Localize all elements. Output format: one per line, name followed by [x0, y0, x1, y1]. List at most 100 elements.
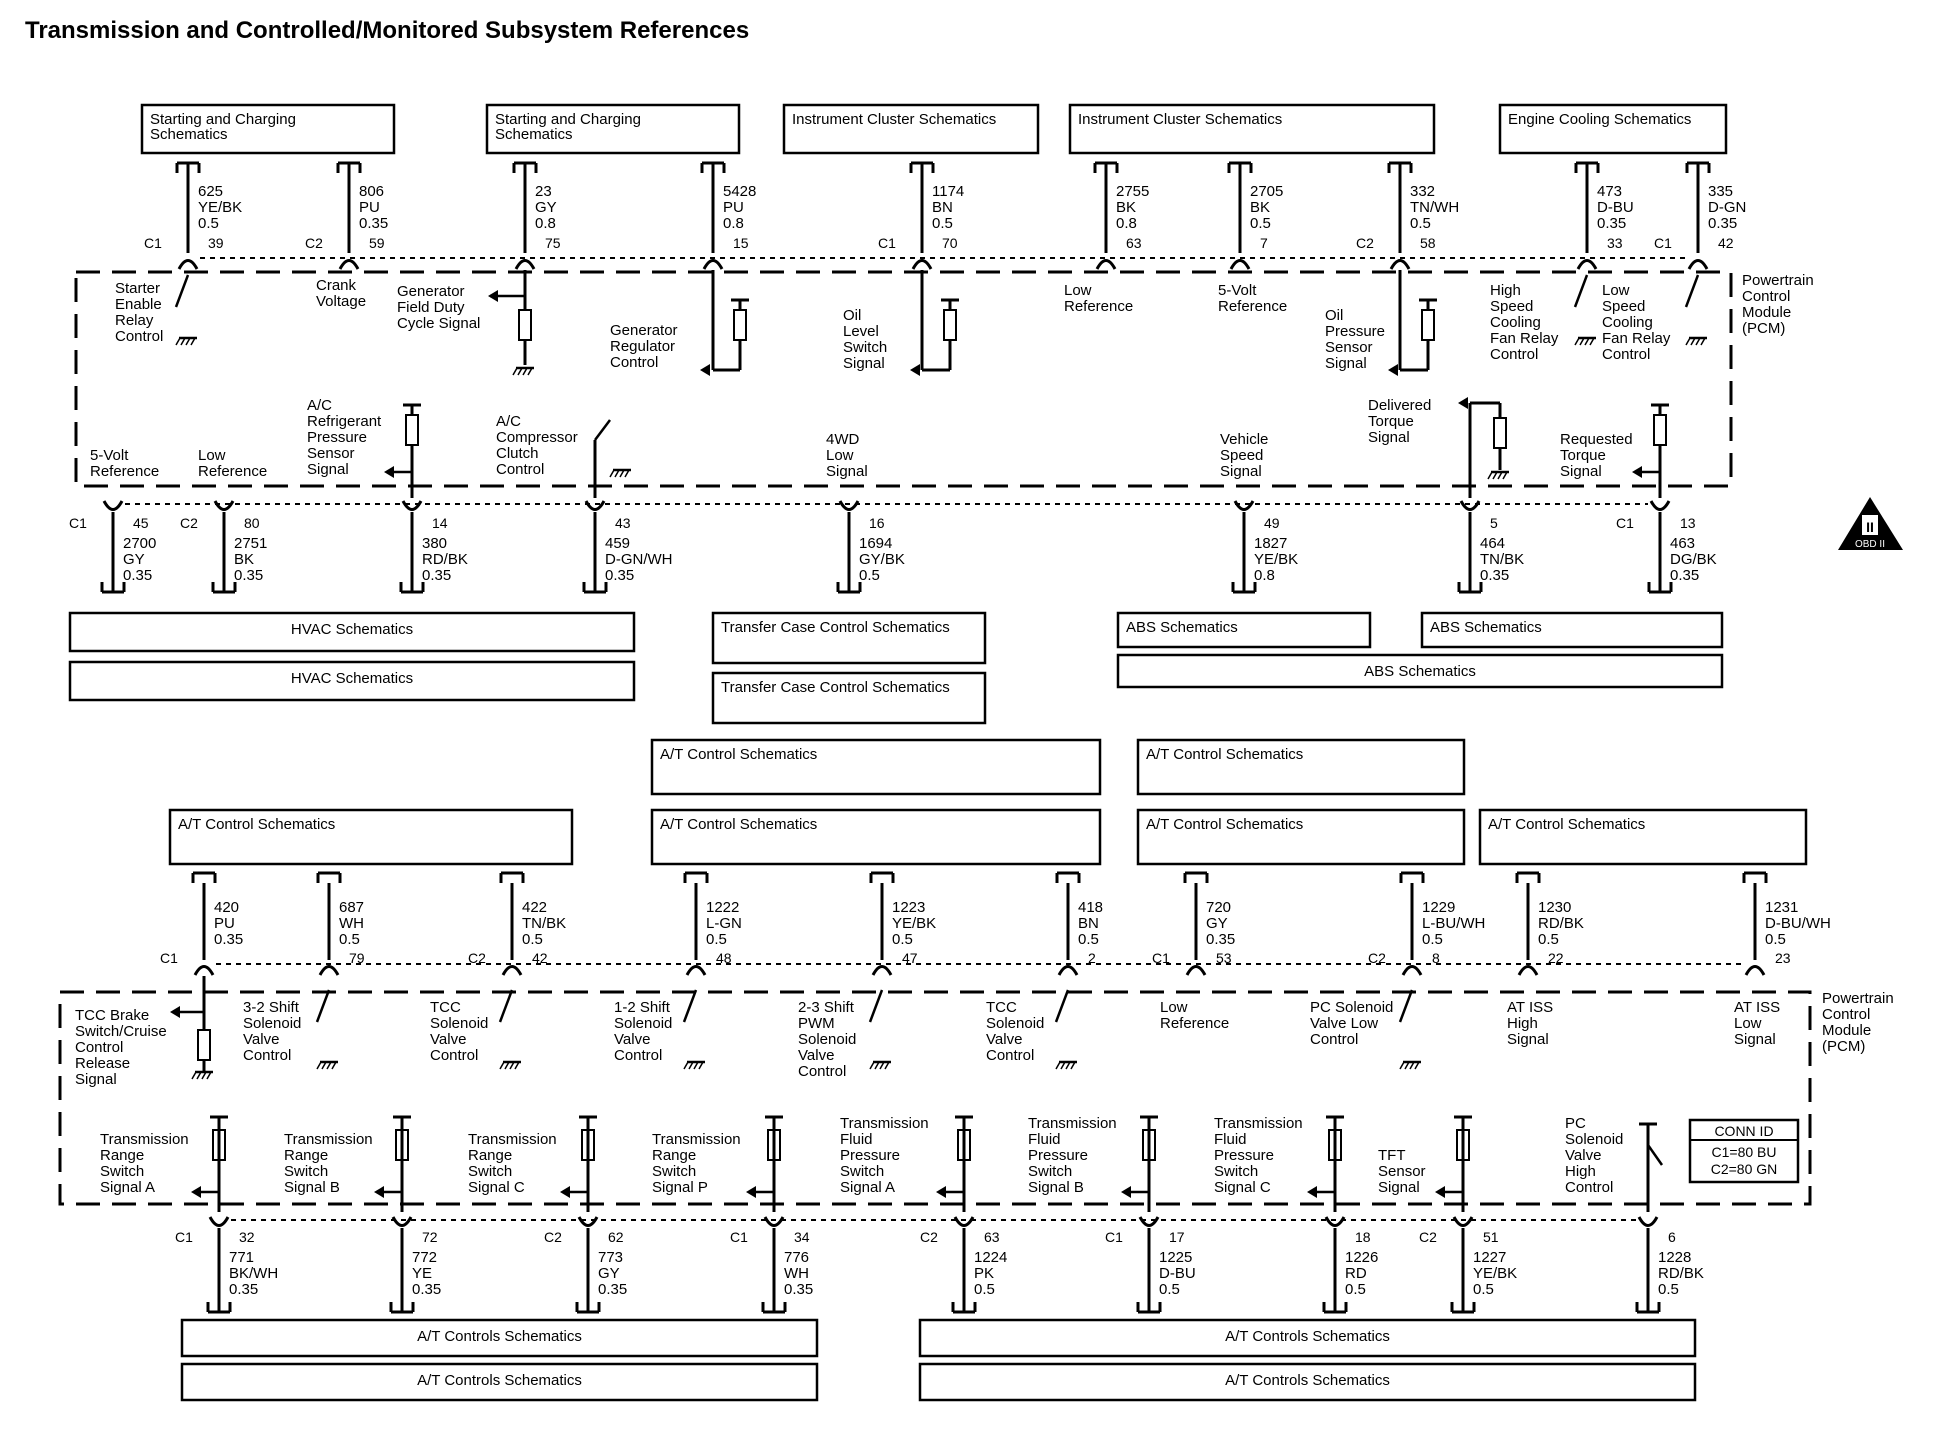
low-speed-fan-label: Control — [1602, 346, 1650, 363]
low-reference-label: Reference — [1064, 298, 1133, 315]
obd-badge-label: OBD II — [1855, 539, 1885, 550]
top-schematic-2-box — [782, 103, 1040, 155]
top-5-wire-text: 2755 — [1116, 183, 1149, 200]
ground-symbol — [1055, 1061, 1061, 1070]
resistor — [733, 309, 747, 341]
arrow-head — [1307, 1186, 1317, 1198]
connector-fork — [1452, 1216, 1474, 1227]
ground-symbol — [1700, 337, 1706, 346]
bottom-pin: 32 — [239, 1229, 255, 1245]
bottom-pin: 34 — [794, 1229, 810, 1245]
bottom-8-wire-text: RD/BK — [1658, 1265, 1704, 1282]
lower-7-wire-text: 1229 — [1422, 899, 1455, 916]
low-speed-fan-label: Low — [1602, 282, 1630, 299]
switch-contact — [682, 989, 698, 1023]
at-iss-high-label: AT ISS — [1507, 999, 1553, 1016]
ground-symbol — [1414, 1061, 1420, 1070]
lower-signal-label-4: Fluid — [840, 1131, 873, 1148]
top-conn: C1 — [1654, 235, 1672, 251]
lower-signal-label-0: Range — [100, 1147, 144, 1164]
mid-4-wire-text: GY/BK — [859, 551, 905, 568]
at-control-2-label: A/T Control Schematics — [178, 816, 335, 833]
mid-pin: 13 — [1680, 515, 1696, 531]
ground-symbol — [614, 469, 620, 478]
mid-6-wire-text: TN/BK — [1480, 551, 1524, 568]
ground-symbol — [321, 1061, 327, 1070]
tcc-solenoid-2-label: Control — [986, 1047, 1034, 1064]
at-controls-3-label: A/T Controls Schematics — [1225, 1372, 1390, 1389]
lower-signal-label-6: Fluid — [1214, 1131, 1247, 1148]
connector-fork — [1649, 500, 1671, 511]
at-iss-low-label: Signal — [1734, 1031, 1776, 1048]
bottom-pin: 62 — [608, 1229, 624, 1245]
top-4-wire-text: BN — [932, 199, 953, 216]
mid-1-wire-text: 2751 — [234, 535, 267, 552]
lower-signal-label-4: Pressure — [840, 1147, 900, 1164]
shift-12-label: Solenoid — [614, 1015, 672, 1032]
ground-symbol — [522, 367, 528, 376]
lower-1-wire-text: WH — [339, 915, 364, 932]
top-1-wire-text: 806 — [359, 183, 384, 200]
connector-fork — [401, 500, 423, 511]
arrow-head — [170, 1006, 180, 1018]
pcm-label-top: (PCM) — [1742, 320, 1785, 337]
bottom-1-wire-text: 0.35 — [412, 1281, 441, 1298]
mid-6-wire-text: 0.35 — [1480, 567, 1509, 584]
ground-symbol — [1399, 1061, 1405, 1070]
ground-symbol — [517, 367, 523, 376]
at-iss-high-label: High — [1507, 1015, 1538, 1032]
lower-signal-label-5: Signal B — [1028, 1179, 1084, 1196]
at-iss-high-label: Signal — [1507, 1031, 1549, 1048]
arrow-head — [1435, 1186, 1445, 1198]
starter-enable-label: Control — [115, 328, 163, 345]
pc-solenoid-low-label: Valve Low — [1310, 1015, 1378, 1032]
resistor — [1421, 309, 1435, 341]
lower-signal-label-1: Switch — [284, 1163, 328, 1180]
connector-fork — [1185, 965, 1207, 976]
ground-symbol — [1487, 471, 1493, 480]
mid-6-wire-text: 464 — [1480, 535, 1505, 552]
pcm-label-top: Powertrain — [1742, 272, 1814, 289]
top-schematic-0-box — [140, 103, 396, 155]
ground-symbol — [609, 469, 615, 478]
mid-5v-label: 5-Volt — [90, 447, 129, 464]
oil-level-label: Level — [843, 323, 879, 340]
top-3-wire-text: 0.8 — [723, 215, 744, 232]
conn-id-line: C1=80 BU — [1712, 1144, 1777, 1160]
lower-signal-label-5: Fluid — [1028, 1131, 1061, 1148]
bottom-4-wire-text: 1224 — [974, 1249, 1007, 1266]
tcc-brake-label: Release — [75, 1055, 130, 1072]
high-speed-fan-label: Control — [1490, 346, 1538, 363]
lower-0-wire-text: 0.35 — [214, 931, 243, 948]
arrow-head — [1388, 364, 1398, 376]
ac-clutch-label: Clutch — [496, 445, 539, 462]
starter-enable-label: Relay — [115, 312, 154, 329]
top-7-wire-text: 0.5 — [1410, 215, 1431, 232]
top-schematic-4-label: Engine Cooling Schematics — [1508, 111, 1691, 128]
conn-id-title: CONN ID — [1714, 1123, 1773, 1139]
ground-symbol — [512, 367, 518, 376]
top-9-wire-text: 0.35 — [1708, 215, 1737, 232]
generator-field-label: Generator — [397, 283, 465, 300]
connector-fork — [1389, 259, 1411, 270]
connector-fork — [318, 965, 340, 976]
hvac-0-label: HVAC Schematics — [291, 621, 413, 638]
top-2-wire-text: 0.8 — [535, 215, 556, 232]
lower-signal-label-3: Transmission — [652, 1131, 741, 1148]
lower-9-wire-text: 1231 — [1765, 899, 1798, 916]
lower-3-wire-text: 0.5 — [706, 931, 727, 948]
ground-symbol — [527, 367, 533, 376]
lower-signal-label-8: Control — [1565, 1179, 1613, 1196]
generator-field-label: Cycle Signal — [397, 315, 480, 332]
lower-pin: 53 — [1216, 950, 1232, 966]
bottom-2-wire-text: GY — [598, 1265, 620, 1282]
bottom-5-wire-text: 0.5 — [1159, 1281, 1180, 1298]
connector-fork — [577, 1216, 599, 1227]
bottom-pin: 18 — [1355, 1229, 1371, 1245]
ground-symbol — [196, 1071, 202, 1080]
shift-23-label: Valve — [798, 1047, 834, 1064]
ground-symbol — [514, 1061, 520, 1070]
fourwd-label: Low — [826, 447, 854, 464]
top-3-wire-text: 5428 — [723, 183, 756, 200]
ground-symbol — [504, 1061, 510, 1070]
